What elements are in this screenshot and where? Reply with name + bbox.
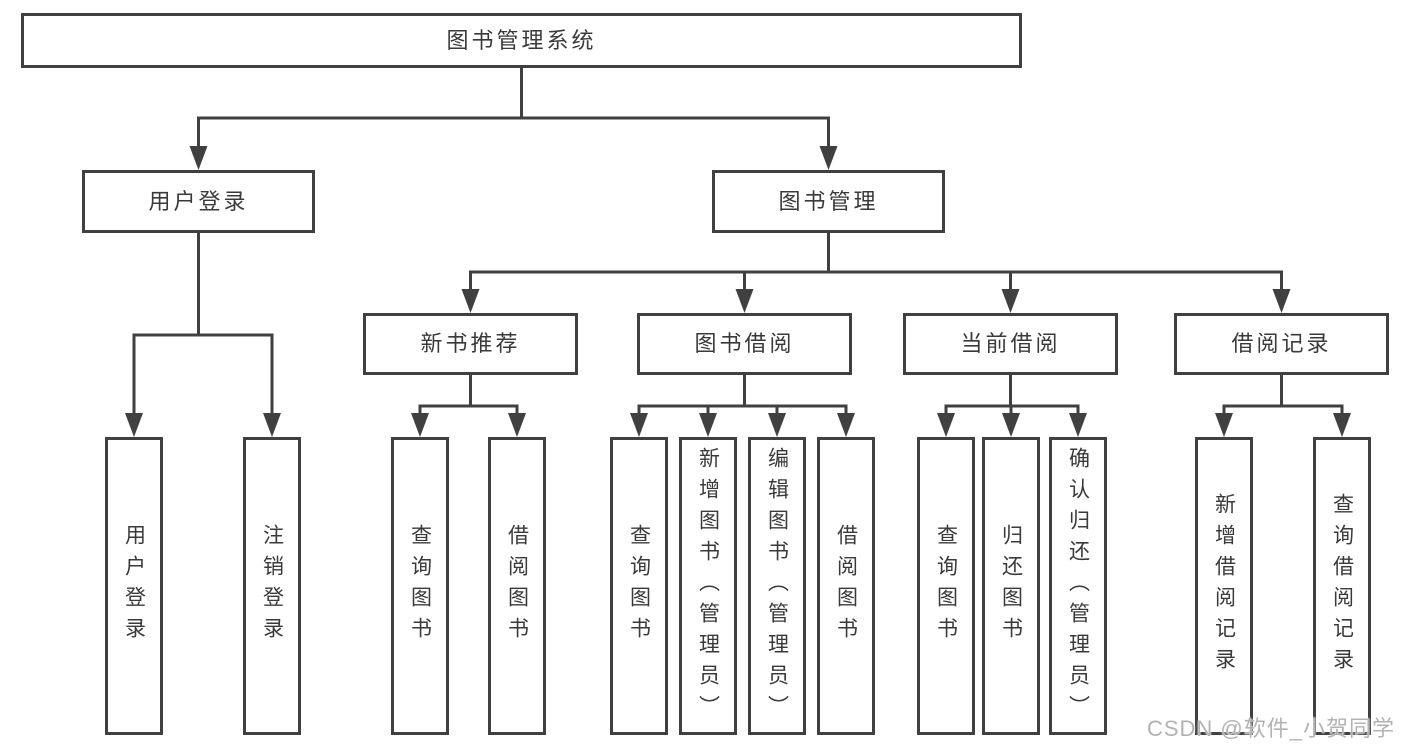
leaf-current-confirm-return-admin: 确认归还（管理员） [1049,437,1107,735]
node-book-borrowing: 图书借阅 [637,313,852,375]
leaf-user-login: 用户登录 [105,437,163,735]
node-library-system: 图书管理系统 [21,13,1022,68]
node-borrowing-records: 借阅记录 [1174,313,1389,375]
leaf-borrow-edit-books-admin: 编辑图书（管理员） [748,437,806,735]
leaf-newbooks-borrow-books: 借阅图书 [488,437,546,735]
node-user-login: 用户登录 [82,170,315,233]
csdn-watermark: CSDN @软件_小贺同学 [1146,716,1395,741]
leaf-current-query-books: 查询图书 [917,437,975,735]
leaf-borrow-add-books-admin: 新增图书（管理员） [679,437,737,735]
leaf-records-add-record: 新增借阅记录 [1195,437,1253,735]
leaf-current-return-books: 归还图书 [982,437,1040,735]
node-current-borrowing: 当前借阅 [903,313,1118,375]
leaf-logout: 注销登录 [243,437,301,735]
node-new-book-recommend: 新书推荐 [363,313,578,375]
leaf-records-query-record: 查询借阅记录 [1313,437,1371,735]
node-book-management: 图书管理 [712,170,945,233]
leaf-borrow-borrow-books: 借阅图书 [817,437,875,735]
leaf-borrow-query-books: 查询图书 [610,437,668,735]
leaf-newbooks-query-books: 查询图书 [391,437,449,735]
